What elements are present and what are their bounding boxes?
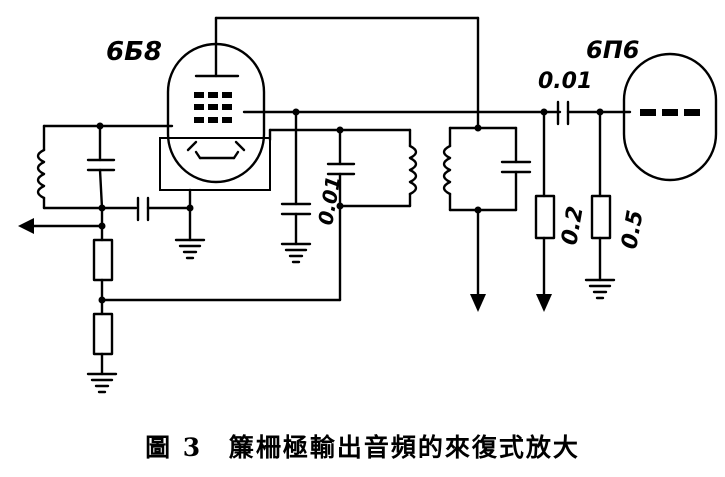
plate-coil	[442, 126, 452, 212]
tube-right-label: 6П6	[586, 36, 639, 64]
input-coil	[36, 124, 104, 210]
down-arrow-icon	[470, 294, 486, 312]
tube-left-label: 6Б8	[106, 37, 162, 67]
tube-6p6	[622, 52, 718, 182]
mid-coil	[408, 128, 418, 208]
grid-resistor-label: 0.2	[557, 204, 588, 247]
ground-icon	[174, 238, 206, 260]
ground-icon	[584, 278, 616, 300]
caption-number: 圖 3	[145, 433, 203, 462]
caption-title: 簾柵極輸出音頻的來復式放大	[228, 433, 580, 462]
ground-icon	[280, 242, 312, 264]
tube-6b8	[166, 16, 266, 184]
coupling-cap-label: 0.01	[538, 69, 592, 94]
left-arrow-icon	[18, 218, 102, 234]
down-arrow-icon	[536, 294, 552, 312]
tube-grids	[194, 92, 232, 123]
ground-icon	[86, 372, 118, 394]
plate-resistor-label: 0.5	[617, 208, 648, 251]
figure-caption: 圖 3 簾柵極輸出音頻的來復式放大	[0, 428, 725, 464]
